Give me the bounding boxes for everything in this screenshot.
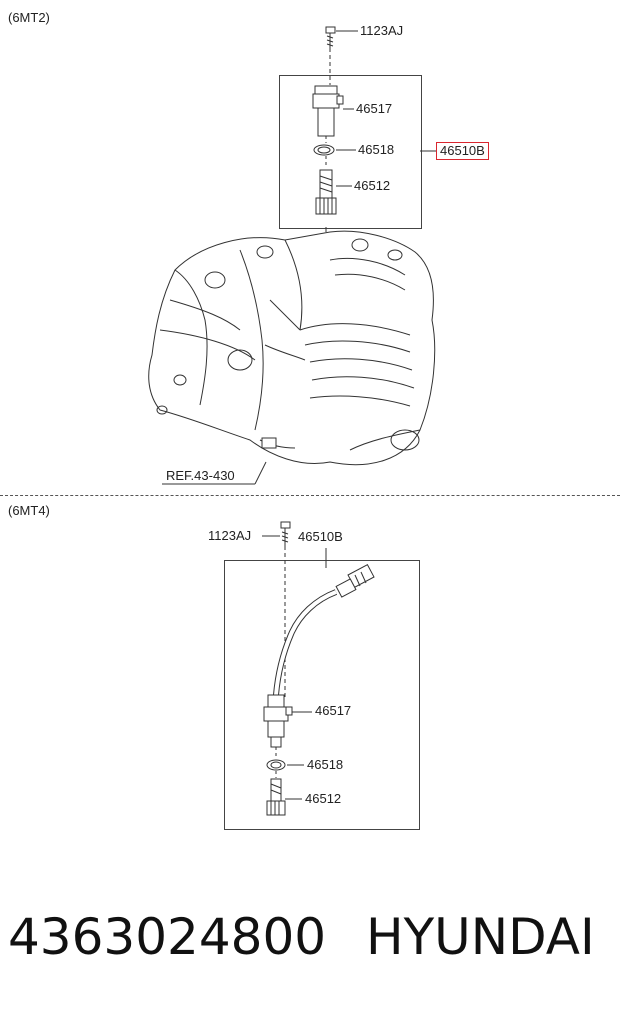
callout-assembly-top-highlighted[interactable]: 46510B [436,142,489,160]
oring-icon-top [313,144,335,156]
bolt-icon-bottom [280,521,291,546]
bottom-parts-box [224,560,420,830]
sensor-icon-bottom [263,694,293,748]
bolt-icon-top [325,26,336,48]
callout-assembly-bottom[interactable]: 46510B [298,529,343,544]
footer-part-number: 4363024800 [8,908,327,966]
oring-icon-bottom [266,759,286,771]
section-label-6mt4: (6MT4) [8,503,50,518]
callout-gear-bottom[interactable]: 46512 [305,791,342,806]
callout-sensor-bottom[interactable]: 46517 [315,703,352,718]
gear-icon-bottom [266,778,286,816]
callout-oring-bottom[interactable]: 46518 [307,757,344,772]
section-label-6mt2: (6MT2) [8,10,50,25]
callout-bolt-bottom[interactable]: 1123AJ [208,528,252,543]
callout-gear-top[interactable]: 46512 [354,178,391,193]
transmission-icon [148,230,436,466]
sensor-icon-top [312,85,344,137]
leader-ref-slant [254,461,267,485]
connector-icon-bottom [335,563,375,598]
callout-sensor-top[interactable]: 46517 [356,101,393,116]
section-divider [0,495,620,496]
top-parts-box [279,75,422,229]
callout-bolt-top[interactable]: 1123AJ [360,23,404,38]
callout-oring-top[interactable]: 46518 [358,142,395,157]
footer-brand: HYUNDAI [366,908,595,966]
gear-icon-top [315,169,337,215]
callout-ref[interactable]: REF.43-430 [166,468,235,483]
